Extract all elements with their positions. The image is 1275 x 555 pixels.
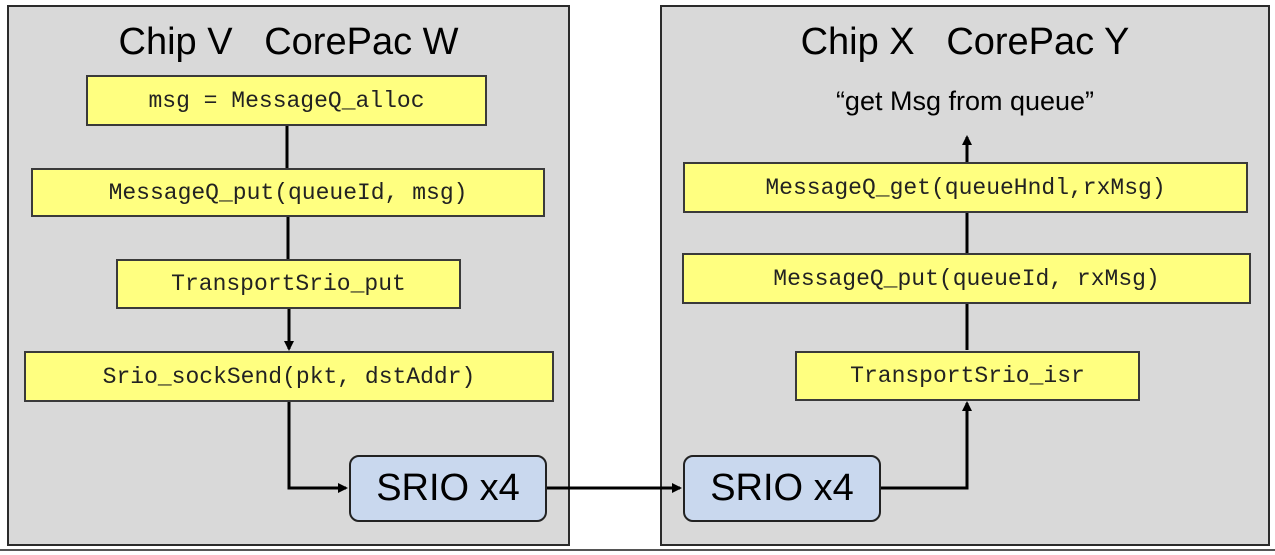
queue-note: “get Msg from queue” — [835, 86, 1095, 116]
step-transportsrio-isr: TransportSrio_isr — [795, 351, 1140, 401]
srio-box-right: SRIO x4 — [683, 455, 881, 522]
step-transportsrio-put: TransportSrio_put — [116, 259, 461, 309]
arrow-srio-right-to-isr — [880, 401, 972, 490]
arrow-sock-to-srio-left — [287, 401, 348, 493]
srio-box-left: SRIO x4 — [349, 455, 547, 522]
step-messageq-put: MessageQ_put(queueId, msg) — [31, 168, 545, 217]
right-panel-title: Chip X CorePac Y — [800, 21, 1130, 63]
step-messageq-alloc: msg = MessageQ_alloc — [86, 75, 487, 126]
left-panel-title: Chip V CorePac W — [118, 21, 459, 63]
step-messageq-get: MessageQ_get(queueHndl,rxMsg) — [683, 162, 1248, 213]
bottom-divider — [0, 549, 1275, 551]
step-srio-socksend: Srio_sockSend(pkt, dstAddr) — [24, 351, 554, 402]
step-messageq-put-rx: MessageQ_put(queueId, rxMsg) — [682, 253, 1251, 304]
